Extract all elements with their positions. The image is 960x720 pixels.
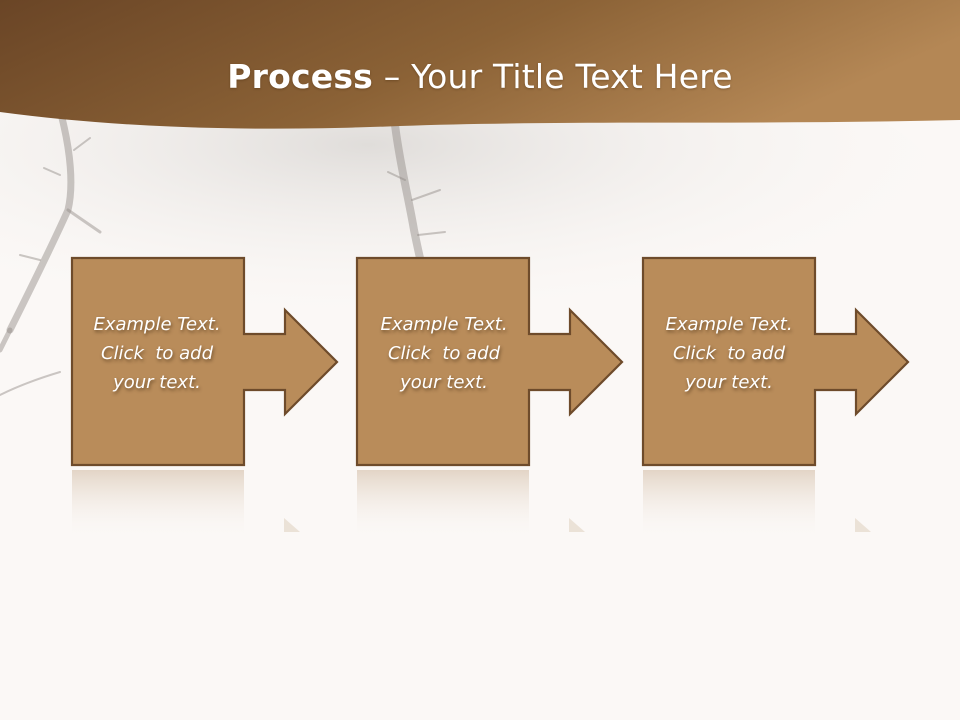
step-3-line-1: Example Text. (665, 313, 793, 335)
right-arrow-icon (70, 256, 339, 467)
step-1-shape[interactable] (70, 256, 339, 467)
step-2-text[interactable]: Example Text. Click to add your text. (357, 303, 531, 403)
right-arrow-icon (355, 256, 624, 467)
step-3-shape[interactable] (641, 256, 910, 467)
step-3-line-3: your text. (685, 371, 773, 393)
step-3-text[interactable]: Example Text. Click to add your text. (642, 303, 816, 403)
right-arrow-icon (641, 256, 910, 467)
title-rest: – Your Title Text Here (373, 56, 733, 96)
step-reflections (72, 470, 871, 540)
step-2-shape[interactable] (355, 256, 624, 467)
step-1-line-3: your text. (113, 371, 201, 393)
slide-title[interactable]: Process – Your Title Text Here (0, 44, 960, 108)
step-2-line-1: Example Text. (380, 313, 508, 335)
step-1-line-2: Click to add (100, 342, 213, 364)
step-3-line-2: Click to add (672, 342, 785, 364)
step-1-text[interactable]: Example Text. Click to add your text. (70, 303, 244, 403)
title-bold: Process (227, 56, 374, 96)
step-1-line-1: Example Text. (93, 313, 221, 335)
header-band (0, 0, 960, 129)
step-2-line-2: Click to add (387, 342, 500, 364)
step-2-line-3: your text. (400, 371, 488, 393)
